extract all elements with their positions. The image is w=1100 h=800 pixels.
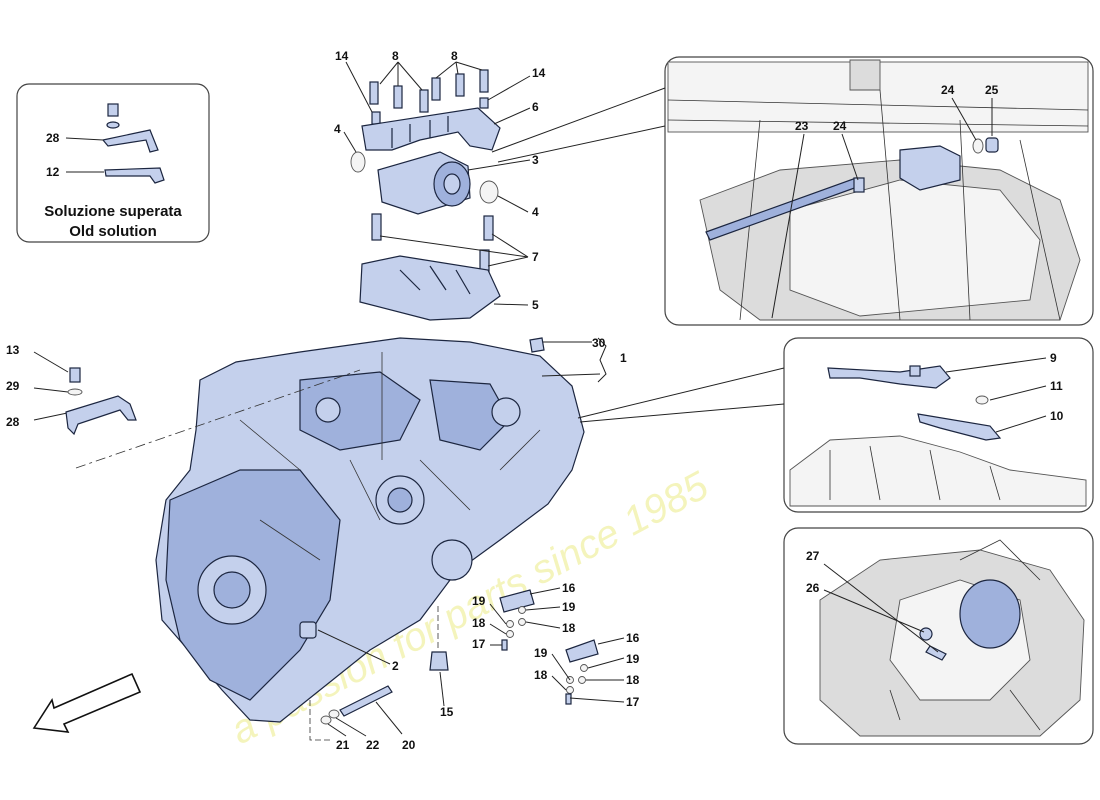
callout-18-upper-right: 18 [562,621,576,635]
part-26 [919,627,933,641]
callout-8-left: 8 [392,49,399,63]
callout-9: 9 [1050,351,1057,365]
upper-cover-6 [361,107,501,151]
bolts-8 [369,69,489,125]
bolt-7-b [483,215,494,241]
callout-28-main: 28 [6,415,20,429]
callout-18-upper-left: 18 [472,616,486,630]
detail-inset-top-right [491,56,1094,326]
inset-screw [107,103,119,117]
inset-bracket-28 [101,129,159,153]
callout-21: 21 [336,738,350,752]
callout-24-left: 24 [833,119,847,133]
leaders-top [343,61,531,306]
callout-4-right: 4 [532,205,539,219]
lower-housing-5 [359,255,501,321]
callout-24-right: 24 [941,83,955,97]
bolt-7-a [371,213,382,241]
old-solution-inset: 28 12 Soluzione superata Old solution [16,83,210,243]
callout-5: 5 [532,298,539,312]
leaders-main [33,337,607,737]
callout-17-lower: 17 [626,695,640,709]
callout-2: 2 [392,659,399,673]
clip-11 [975,395,989,405]
bracket-16-lower [565,639,599,663]
washer-4-right [479,180,499,204]
inset-caption-italian: Soluzione superata [44,203,182,220]
callout-10: 10 [1050,409,1064,423]
detail-inset-bottom-right [783,527,1094,745]
callout-17-upper: 17 [472,637,486,651]
callout-16-lower: 16 [626,631,640,645]
washer-21 [320,715,332,725]
bracket-28 [65,395,137,436]
old-solution-frame [16,83,210,243]
lever-10 [917,413,1002,441]
plug-15 [429,651,449,671]
callout-28-inset: 28 [46,131,60,145]
inset-washer [106,121,120,129]
bottom-detail-drum [959,579,1021,649]
washer-29 [67,388,83,396]
callout-20: 20 [402,738,416,752]
callout-22: 22 [366,738,380,752]
bolt-13 [69,367,81,383]
callout-30: 30 [592,336,606,350]
part-24-inner [853,177,865,193]
callout-8-right: 8 [451,49,458,63]
callout-13: 13 [6,343,20,357]
callout-14-top-left: 14 [335,49,349,63]
washer-4-left [350,151,366,173]
callout-7: 7 [532,250,539,264]
mount-brackets [489,587,625,705]
inset-caption-english: Old solution [69,223,157,240]
direction-arrow-icon [32,672,142,733]
callout-27: 27 [806,549,820,563]
callout-19-lower-right: 19 [626,652,640,666]
washer-22 [328,709,340,719]
callout-14-top-right: 14 [532,66,546,80]
callout-25: 25 [985,83,999,97]
callout-18-lower-right: 18 [626,673,640,687]
callout-1: 1 [620,351,627,365]
callout-29: 29 [6,379,20,393]
bolt-20 [339,685,393,717]
callout-26: 26 [806,581,820,595]
bracket-16-upper [499,589,535,613]
callout-19-upper-left: 19 [472,594,486,608]
callout-23: 23 [795,119,809,133]
callout-18-lower-left: 18 [534,668,548,682]
callout-6: 6 [532,100,539,114]
callout-3: 3 [532,153,539,167]
callout-19-lower-left: 19 [534,646,548,660]
gearbox-casing-1 [75,337,585,723]
callout-15: 15 [440,705,454,719]
part-24-outer [972,138,984,154]
part-27 [925,645,947,661]
shift-cover-assembly [350,69,501,321]
detail-shift-drum [899,145,961,191]
bolt-30 [529,337,545,353]
callout-4-left: 4 [334,122,341,136]
part-25 [985,137,999,153]
detail-inset-middle-right [577,337,1094,513]
callout-11: 11 [1050,379,1063,393]
callout-12: 12 [46,165,60,179]
callout-19-upper-right: 19 [562,600,576,614]
callout-16-upper: 16 [562,581,576,595]
inset-bracket-12 [104,167,165,184]
